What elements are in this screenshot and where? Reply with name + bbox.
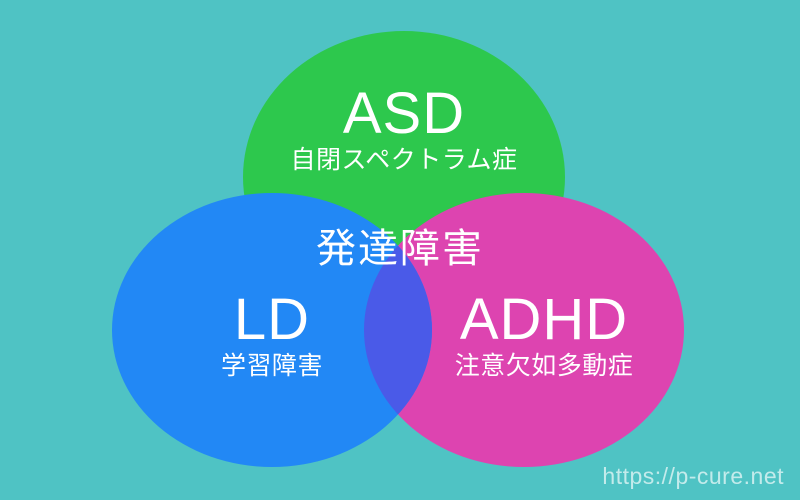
venn-circle-adhd	[364, 193, 684, 467]
venn-label-asd-japanese: 自閉スペクトラム症	[290, 145, 518, 174]
venn-circle-ld	[112, 193, 432, 467]
venn-label-asd: ASD 自閉スペクトラム症	[244, 81, 564, 174]
venn-label-asd-abbr: ASD	[342, 81, 466, 146]
venn-center-label: 発達障害	[250, 228, 550, 270]
venn-center-label-text: 発達障害	[316, 227, 484, 271]
venn-label-ld-abbr: LD	[233, 287, 311, 352]
venn-label-adhd-japanese: 注意欠如多動症	[454, 351, 634, 380]
venn-label-adhd-abbr: ADHD	[459, 287, 629, 352]
venn-label-ld-japanese: 学習障害	[220, 351, 323, 380]
venn-label-ld: LD 学習障害	[112, 287, 432, 380]
venn-label-adhd: ADHD 注意欠如多動症	[384, 287, 704, 380]
watermark-url: https://p-cure.net	[602, 463, 784, 489]
